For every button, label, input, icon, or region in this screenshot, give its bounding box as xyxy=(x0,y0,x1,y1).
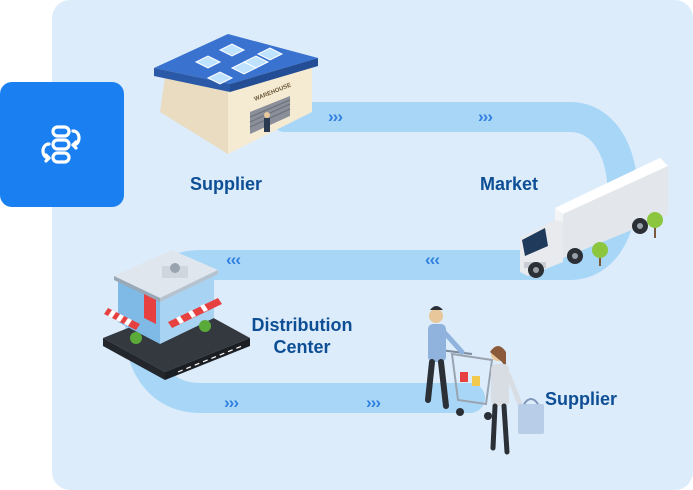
chevrons-right-3: ››› xyxy=(224,393,239,412)
shoppers-icon xyxy=(425,306,544,455)
label-distribution-line2: Center xyxy=(273,337,331,357)
chevrons-right-1: ››› xyxy=(328,107,343,126)
label-market: Market xyxy=(480,174,539,194)
flow-badge xyxy=(0,82,124,207)
chevrons-right-4: ››› xyxy=(366,393,381,412)
truck-icon xyxy=(520,158,668,278)
chevrons-left-2: ‹‹‹ xyxy=(226,250,241,269)
label-distribution-center: Distribution Center xyxy=(248,314,356,358)
chevrons-right-2: ››› xyxy=(478,107,493,126)
flow-cycle-icon xyxy=(41,124,81,164)
warehouse-icon: WAREHOUSE xyxy=(154,34,318,154)
label-supplier-bottom: Supplier xyxy=(545,389,618,409)
label-distribution-line1: Distribution xyxy=(251,315,353,335)
label-supplier-top: Supplier xyxy=(190,174,263,194)
chevrons-left-1: ‹‹‹ xyxy=(425,250,440,269)
store-icon xyxy=(103,250,250,380)
